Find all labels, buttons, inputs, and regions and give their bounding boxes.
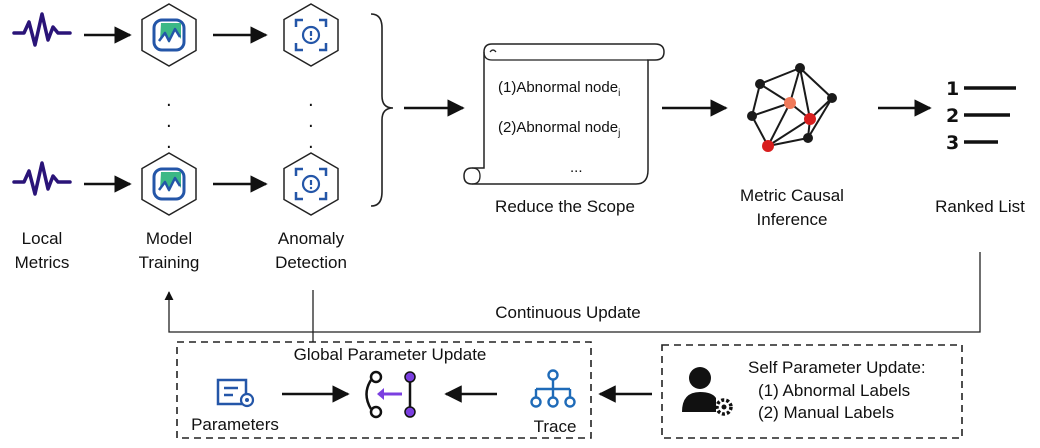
self-update-item-2: (2) Manual Labels bbox=[758, 403, 894, 422]
local-metrics-label-2: Metrics bbox=[15, 253, 70, 272]
continuous-update-line bbox=[164, 252, 981, 333]
continuous-update-label: Continuous Update bbox=[495, 303, 641, 322]
merge-icon bbox=[365, 370, 416, 419]
signal-icon-bottom bbox=[12, 161, 72, 196]
reduce-scope-label: Reduce the Scope bbox=[495, 197, 635, 216]
scope-ellipsis: ... bbox=[570, 159, 583, 176]
svg-text:(2)Abnormal nodej: (2)Abnormal nodej bbox=[498, 119, 620, 139]
dots-model-1: · bbox=[166, 95, 172, 116]
dots-anomaly-2: · bbox=[308, 116, 314, 137]
parameters-label: Parameters bbox=[191, 415, 279, 434]
anomaly-detection-icon-bottom bbox=[283, 152, 339, 216]
dots-model-2: · bbox=[166, 116, 172, 137]
local-metrics-label-1: Local bbox=[22, 229, 63, 248]
parameters-icon bbox=[216, 378, 255, 408]
self-update-item-1: (1) Abnormal Labels bbox=[758, 381, 910, 400]
model-training-icon-top bbox=[141, 3, 197, 67]
rank-3: 3 bbox=[946, 132, 959, 154]
user-settings-icon bbox=[682, 367, 733, 416]
trace-icon bbox=[530, 369, 576, 408]
self-update-box bbox=[661, 344, 963, 439]
dots-anomaly-1: · bbox=[308, 95, 314, 116]
global-update-title: Global Parameter Update bbox=[294, 345, 487, 364]
reduce-scope-scroll: (1)Abnormal nodei (2)Abnormal nodej ... bbox=[463, 43, 665, 185]
rank-2: 2 bbox=[946, 105, 959, 127]
anomaly-detection-label-2: Detection bbox=[275, 253, 347, 272]
anomaly-detection-icon-top bbox=[283, 3, 339, 67]
ranked-list-icon: 1 2 3 bbox=[946, 78, 1016, 154]
scope-item-1: (1)Abnormal node bbox=[498, 79, 618, 96]
global-update-box bbox=[176, 341, 592, 439]
svg-text:(1)Abnormal nodei: (1)Abnormal nodei bbox=[498, 79, 620, 99]
dots-anomaly-3: · bbox=[308, 137, 314, 158]
anomaly-detection-label-1: Anomaly bbox=[278, 229, 345, 248]
trace-label: Trace bbox=[534, 417, 577, 436]
ranked-list-label: Ranked List bbox=[935, 197, 1025, 216]
model-training-label-1: Model bbox=[146, 229, 192, 248]
scope-item-2: (2)Abnormal node bbox=[498, 119, 618, 136]
model-training-label-2: Training bbox=[139, 253, 200, 272]
causal-inference-label-2: Inference bbox=[757, 210, 828, 229]
rank-1: 1 bbox=[946, 78, 959, 100]
causal-inference-label-1: Metric Causal bbox=[740, 186, 844, 205]
dots-model-3: · bbox=[166, 137, 172, 158]
self-update-title: Self Parameter Update: bbox=[748, 358, 926, 377]
signal-icon-top bbox=[12, 12, 72, 47]
group-brace bbox=[370, 13, 394, 207]
scope-item-1-sub: i bbox=[618, 88, 620, 99]
causal-graph-icon bbox=[747, 63, 837, 152]
scope-item-2-sub: j bbox=[617, 128, 620, 139]
model-training-icon-bottom bbox=[141, 152, 197, 216]
